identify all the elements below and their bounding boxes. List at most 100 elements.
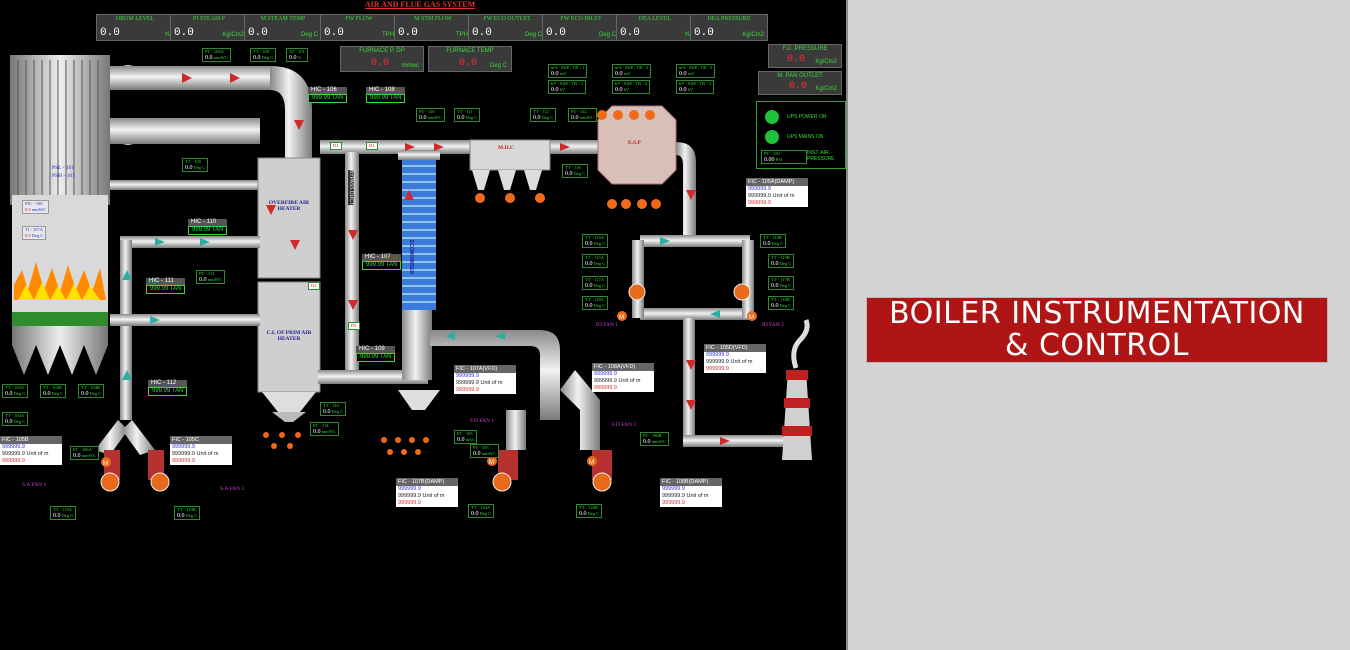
banner-line-1: BOILER INSTRUMENTATION	[889, 296, 1305, 331]
diagram-title: AIR AND FLUE GAS SYSTEM	[364, 0, 476, 9]
air-arrows	[122, 237, 720, 380]
svg-text:M: M	[103, 461, 108, 467]
mdc-label: M.D.C	[498, 145, 514, 151]
id-fan-2-label: ID FAN 2	[762, 322, 784, 328]
svg-text:M: M	[589, 460, 594, 466]
svg-text:M: M	[619, 315, 624, 321]
prim-air-heater-label: C.I. OF PRIM AIR HEATER	[266, 330, 312, 342]
ups-mains-label: UPS MAINS ON	[787, 134, 824, 140]
process-diagram: M M M M M	[10, 55, 812, 492]
title-banner: BOILER INSTRUMENTATION & CONTROL	[866, 297, 1328, 363]
boiler-body	[10, 55, 110, 375]
damper-d2[interactable]: D2	[308, 282, 320, 290]
bypass-duct-label: BYPASS DUCT	[348, 170, 354, 205]
flue-arrows	[182, 73, 730, 445]
psh-label: PSH - 101	[52, 173, 75, 179]
ups-power-led	[765, 110, 779, 124]
svg-text:M: M	[749, 315, 754, 321]
svg-text:M: M	[489, 460, 494, 466]
fan-motors: M M M M M	[100, 283, 757, 492]
economiser-label: ECONOMISER	[408, 240, 414, 275]
damper-d4[interactable]: D4	[366, 142, 378, 150]
esp-label: E.S.P	[628, 140, 641, 146]
fd-fan-2-label: F.D FAN 2	[612, 422, 637, 428]
scada-mimic-panel: M M M M M	[0, 0, 846, 650]
ups-mains-led	[765, 130, 779, 144]
fd-fan-1-label: F.D FAN 1	[470, 418, 495, 424]
damper-d3[interactable]: D3	[348, 322, 360, 330]
damper-d1[interactable]: D1	[330, 142, 342, 150]
